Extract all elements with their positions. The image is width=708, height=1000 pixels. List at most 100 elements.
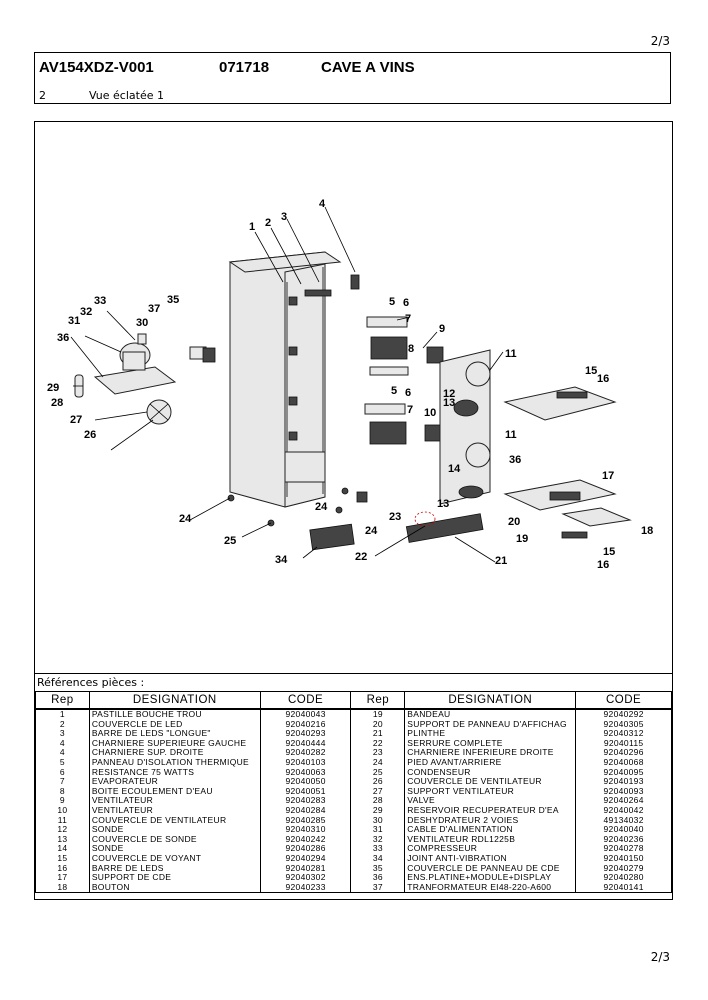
designation-cell: VENTILATEUR RDL1225B bbox=[404, 834, 577, 845]
rep-cell: 2 bbox=[35, 719, 90, 730]
diagram-label: 18 bbox=[641, 525, 653, 537]
code-cell: 92040278 bbox=[575, 844, 672, 854]
diagram-label: 33 bbox=[94, 295, 106, 307]
rep-cell: 11 bbox=[35, 815, 90, 826]
rep-cell: 9 bbox=[35, 796, 90, 806]
diagram-label: 5 bbox=[389, 296, 395, 308]
designation-cell: ENS.PLATINE+MODULE+DISPLAY bbox=[404, 873, 577, 883]
code-cell: 92040040 bbox=[575, 825, 672, 835]
code-cell: 92040216 bbox=[259, 719, 352, 730]
rep-cell: 16 bbox=[35, 863, 90, 874]
diagram-label: 11 bbox=[505, 429, 517, 441]
model-reference: AV154XDZ-V001 bbox=[39, 59, 154, 76]
rep-cell: 25 bbox=[350, 767, 406, 778]
diagram-label: 4 bbox=[319, 198, 326, 210]
rep-cell: 21 bbox=[350, 729, 406, 739]
code-cell: 49134032 bbox=[575, 815, 672, 826]
diagram-label: 32 bbox=[80, 306, 92, 318]
code-cell: 92040095 bbox=[575, 767, 672, 778]
header-designation-left: DESIGNATION bbox=[88, 691, 261, 710]
diagram-label: 12 bbox=[443, 388, 455, 400]
cabinet-drawing bbox=[228, 251, 360, 508]
diagram-label: 37 bbox=[148, 303, 160, 315]
rep-cell: 14 bbox=[35, 844, 90, 854]
diagram-label: 23 bbox=[389, 511, 401, 523]
rep-cell: 35 bbox=[350, 863, 406, 874]
code-cell: 92040236 bbox=[575, 834, 672, 845]
rep-cell: 28 bbox=[350, 796, 406, 806]
designation-cell: TRANFORMATEUR EI48-220-A600 bbox=[404, 882, 577, 894]
page-number-bottom: 2/3 bbox=[650, 950, 670, 964]
rep-cell: 26 bbox=[350, 777, 406, 787]
rep-cell: 1 bbox=[35, 708, 90, 720]
designation-cell: CHARNIERE SUPERIEURE GAUCHE bbox=[88, 738, 261, 749]
diagram-label: 24 bbox=[365, 525, 378, 537]
rep-cell: 5 bbox=[35, 757, 90, 768]
rep-cell: 24 bbox=[350, 757, 406, 768]
diagram-label: 31 bbox=[68, 315, 80, 327]
code-cell: 92040141 bbox=[575, 882, 672, 894]
code-cell: 92040193 bbox=[575, 777, 672, 787]
rep-cell: 6 bbox=[35, 767, 90, 778]
diagram-label: 29 bbox=[47, 382, 59, 394]
designation-cell: CONDENSEUR bbox=[404, 767, 577, 778]
designation-cell: VENTILATEUR bbox=[88, 796, 261, 806]
rep-cell: 20 bbox=[350, 719, 406, 730]
diagram-label: 17 bbox=[602, 470, 614, 482]
rep-cell: 4 bbox=[35, 738, 90, 749]
designation-cell: VALVE bbox=[404, 796, 577, 806]
code-cell: 92040310 bbox=[259, 825, 352, 835]
parts-table: Rep DESIGNATION CODE Rep DESIGNATION COD… bbox=[35, 691, 672, 894]
rep-cell: 22 bbox=[350, 738, 406, 749]
references-title: Références pièces : bbox=[37, 676, 145, 689]
code-cell: 92040294 bbox=[259, 853, 352, 864]
code-cell: 92040042 bbox=[575, 805, 672, 816]
diagram-label: 24 bbox=[179, 513, 192, 525]
evaporator-group-drawing bbox=[364, 316, 491, 505]
designation-cell: SUPPORT DE CDE bbox=[88, 873, 261, 883]
rep-cell: 31 bbox=[350, 825, 406, 835]
rep-cell: 4 bbox=[35, 748, 90, 758]
designation-cell: SUPPORT DE PANNEAU D'AFFICHAG bbox=[404, 719, 577, 730]
designation-cell: COUVERCLE DE VENTILATEUR bbox=[404, 777, 577, 787]
rep-cell: 27 bbox=[350, 786, 406, 797]
diagram-label: 3 bbox=[281, 211, 287, 223]
designation-cell: VENTILATEUR bbox=[88, 805, 261, 816]
rep-cell: 36 bbox=[350, 873, 406, 883]
rep-cell: 10 bbox=[35, 805, 90, 816]
diagram-label: 22 bbox=[355, 551, 367, 563]
diagram-label: 30 bbox=[136, 317, 148, 329]
rep-cell: 7 bbox=[35, 777, 90, 787]
control-panel-drawing bbox=[503, 386, 632, 539]
designation-cell: COUVERCLE DE PANNEAU DE CDE bbox=[404, 863, 577, 874]
designation-cell: BOITE ECOULEMENT D'EAU bbox=[88, 786, 261, 797]
diagram-label: 16 bbox=[597, 559, 609, 571]
designation-cell: SUPPORT VENTILATEUR bbox=[404, 786, 577, 797]
diagram-label: 13 bbox=[443, 397, 455, 409]
code-cell: 92040296 bbox=[575, 748, 672, 758]
code-cell: 92040282 bbox=[259, 748, 352, 758]
diagram-label: 35 bbox=[167, 294, 179, 306]
code-cell: 92040264 bbox=[575, 796, 672, 806]
diagram-label: 16 bbox=[597, 373, 609, 385]
designation-cell: PANNEAU D'ISOLATION THERMIQUE bbox=[88, 757, 261, 768]
designation-cell: SERRURE COMPLETE bbox=[404, 738, 577, 749]
rep-cell: 13 bbox=[35, 834, 90, 845]
leader-lines bbox=[70, 206, 504, 563]
designation-cell: BARRE DE LEDS bbox=[88, 863, 261, 874]
diagram-label: 7 bbox=[405, 313, 411, 325]
exploded-view-drawing: 1 2 3 4 5 6 7 8 9 11 15 16 5 6 7 10 12 1… bbox=[47, 198, 653, 571]
designation-cell: CHARNIERE INFERIEURE DROITE bbox=[404, 748, 577, 758]
diagram-label: 36 bbox=[57, 332, 69, 344]
code-cell: 92040283 bbox=[259, 796, 352, 806]
model-code: 071718 bbox=[219, 59, 270, 76]
